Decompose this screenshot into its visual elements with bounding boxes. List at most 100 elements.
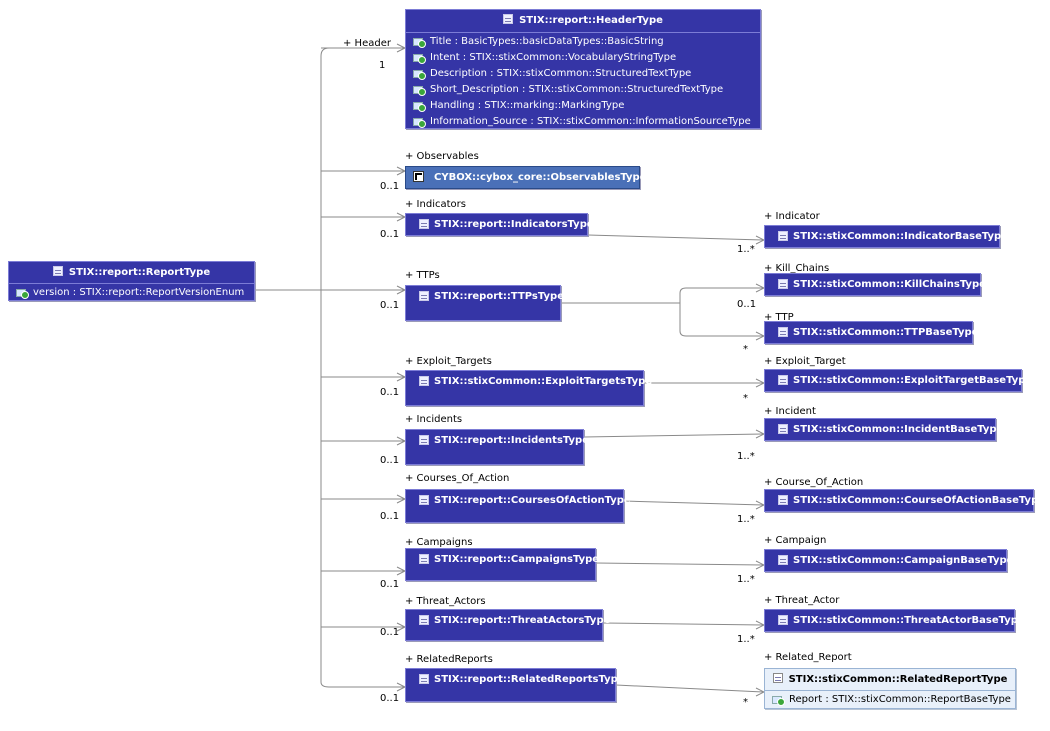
class-icon xyxy=(778,424,788,434)
class-icon xyxy=(419,435,429,445)
ttp-base-type-class[interactable]: STIX::stixCommon::TTPBaseType xyxy=(764,321,979,344)
class-icon xyxy=(419,674,429,684)
class-title: STIX::report::IncidentsType xyxy=(434,435,589,446)
mult-indicators: 0..1 xyxy=(380,229,400,240)
role-related-reports: + RelatedReports xyxy=(405,654,493,665)
role-incident: + Incident xyxy=(764,406,816,417)
wire-incident xyxy=(583,433,765,438)
attribute-report: Report : STIX::stixCommon::ReportBaseTyp… xyxy=(789,694,1011,705)
attribute-short-description: Short_Description : STIX::stixCommon::St… xyxy=(430,84,724,95)
observables-type-class[interactable]: CYBOX::cybox_core::ObservablesType xyxy=(405,166,647,189)
role-indicators: + Indicators xyxy=(405,199,466,210)
role-header: + Header xyxy=(343,38,391,49)
mult-incidents: 0..1 xyxy=(380,455,400,466)
mult-campaign: 1..* xyxy=(737,574,755,585)
wire-related-reports xyxy=(320,681,405,688)
class-icon xyxy=(52,266,63,276)
mult-incident: 1..* xyxy=(737,451,755,462)
mult-courses-of-action: 0..1 xyxy=(380,511,400,522)
class-icon xyxy=(419,615,429,625)
mult-course-of-action: 1..* xyxy=(737,514,755,525)
class-icon xyxy=(778,231,788,241)
role-threat-actor: + Threat_Actor xyxy=(764,595,840,606)
attribute-version: version : STIX::report::ReportVersionEnu… xyxy=(33,287,245,298)
wire-indicator xyxy=(587,234,765,241)
role-exploit-targets: + Exploit_Targets xyxy=(405,356,492,367)
campaign-base-type-class[interactable]: STIX::stixCommon::CampaignBaseType xyxy=(764,549,1013,572)
class-title: STIX::stixCommon::KillChainsType xyxy=(793,279,986,290)
mult-campaigns: 0..1 xyxy=(380,579,400,590)
wire-course xyxy=(623,500,765,506)
role-threat-actors: + Threat_Actors xyxy=(405,596,486,607)
incident-base-type-class[interactable]: STIX::stixCommon::IncidentBaseType xyxy=(764,418,1003,441)
attribute-icon xyxy=(413,102,426,112)
class-title: STIX::stixCommon::TTPBaseType xyxy=(793,327,979,338)
class-icon xyxy=(778,555,788,565)
class-icon xyxy=(778,327,788,337)
course-of-action-base-type-class[interactable]: STIX::stixCommon::CourseOfActionBaseType xyxy=(764,489,1045,512)
attribute-handling: Handling : STIX::marking::MarkingType xyxy=(430,100,625,111)
indicators-type-class[interactable]: STIX::report::IndicatorsType xyxy=(405,213,594,236)
class-icon xyxy=(772,673,783,683)
related-report-type-class[interactable]: STIX::stixCommon::RelatedReportType Repo… xyxy=(764,668,1016,709)
attribute-icon xyxy=(413,38,426,48)
role-ttp: + TTP xyxy=(764,312,794,323)
courses-of-action-type-class[interactable]: STIX::report::CoursesOfActionType xyxy=(405,489,631,523)
attribute-icon xyxy=(413,70,426,80)
class-title: STIX::stixCommon::RelatedReportType xyxy=(788,674,1008,685)
class-title: STIX::stixCommon::ExploitTargetBaseType xyxy=(793,375,1033,386)
class-icon xyxy=(419,291,429,301)
class-title: STIX::stixCommon::IndicatorBaseType xyxy=(793,231,1008,242)
role-exploit-target: + Exploit_Target xyxy=(764,356,846,367)
mult-ttp: * xyxy=(743,344,748,355)
mult-header: 1 xyxy=(379,60,386,71)
role-kill-chains: + Kill_Chains xyxy=(764,263,830,274)
class-title: STIX::report::IndicatorsType xyxy=(434,219,594,230)
wire-header-curve xyxy=(320,47,330,57)
class-title: STIX::stixCommon::CampaignBaseType xyxy=(793,555,1014,566)
class-icon xyxy=(419,495,429,505)
class-title: STIX::report::TTPsType xyxy=(434,291,564,302)
attribute-information-source: Information_Source : STIX::stixCommon::I… xyxy=(430,116,751,127)
wire-campaign xyxy=(595,562,765,566)
role-observables: + Observables xyxy=(405,151,479,162)
class-icon xyxy=(419,554,429,564)
attribute-icon xyxy=(16,289,29,299)
attribute-title: Title : BasicTypes::basicDataTypes::Basi… xyxy=(430,36,664,47)
wire-ttp xyxy=(679,303,764,337)
threat-actor-base-type-class[interactable]: STIX::stixCommon::ThreatActorBaseType xyxy=(764,609,1025,632)
attribute-icon xyxy=(413,54,426,64)
class-title: STIX::report::ReportType xyxy=(68,267,211,278)
class-title: STIX::report::CoursesOfActionType xyxy=(434,495,631,506)
attribute-icon xyxy=(413,118,426,128)
report-type-class[interactable]: STIX::report::ReportType version : STIX:… xyxy=(8,261,255,301)
class-icon xyxy=(503,14,514,24)
class-icon xyxy=(419,219,429,229)
exploit-targets-type-class[interactable]: STIX::stixCommon::ExploitTargetsType xyxy=(405,370,652,406)
class-title: STIX::report::HeaderType xyxy=(519,15,663,26)
role-related-report: + Related_Report xyxy=(764,652,852,663)
mult-related-report: * xyxy=(743,697,748,708)
class-icon xyxy=(778,495,788,505)
threat-actors-type-class[interactable]: STIX::report::ThreatActorsType xyxy=(405,609,610,641)
indicator-base-type-class[interactable]: STIX::stixCommon::IndicatorBaseType xyxy=(764,225,1008,248)
exploit-target-base-type-class[interactable]: STIX::stixCommon::ExploitTargetBaseType xyxy=(764,369,1032,392)
mult-threat-actors: 0..1 xyxy=(380,627,400,638)
attribute-description: Description : STIX::stixCommon::Structur… xyxy=(430,68,692,79)
ttps-type-class[interactable]: STIX::report::TTPsType xyxy=(405,285,564,321)
wire-threat-actor xyxy=(602,622,765,626)
class-title: STIX::stixCommon::CourseOfActionBaseType xyxy=(793,495,1046,506)
mult-indicator: 1..* xyxy=(737,244,755,255)
role-courses-of-action: + Courses_Of_Action xyxy=(405,473,510,484)
wire-kill-chains xyxy=(679,287,764,303)
mult-ttps: 0..1 xyxy=(380,300,400,311)
related-reports-type-class[interactable]: STIX::report::RelatedReportsType xyxy=(405,668,625,702)
role-indicator: + Indicator xyxy=(764,211,820,222)
kill-chains-type-class[interactable]: STIX::stixCommon::KillChainsType xyxy=(764,273,986,296)
header-type-class[interactable]: STIX::report::HeaderType Title : BasicTy… xyxy=(405,9,761,129)
class-icon xyxy=(778,615,788,625)
campaigns-type-class[interactable]: STIX::report::CampaignsType xyxy=(405,548,599,581)
class-title: STIX::report::ThreatActorsType xyxy=(434,615,611,626)
attribute-icon xyxy=(413,86,426,96)
incidents-type-class[interactable]: STIX::report::IncidentsType xyxy=(405,429,589,465)
